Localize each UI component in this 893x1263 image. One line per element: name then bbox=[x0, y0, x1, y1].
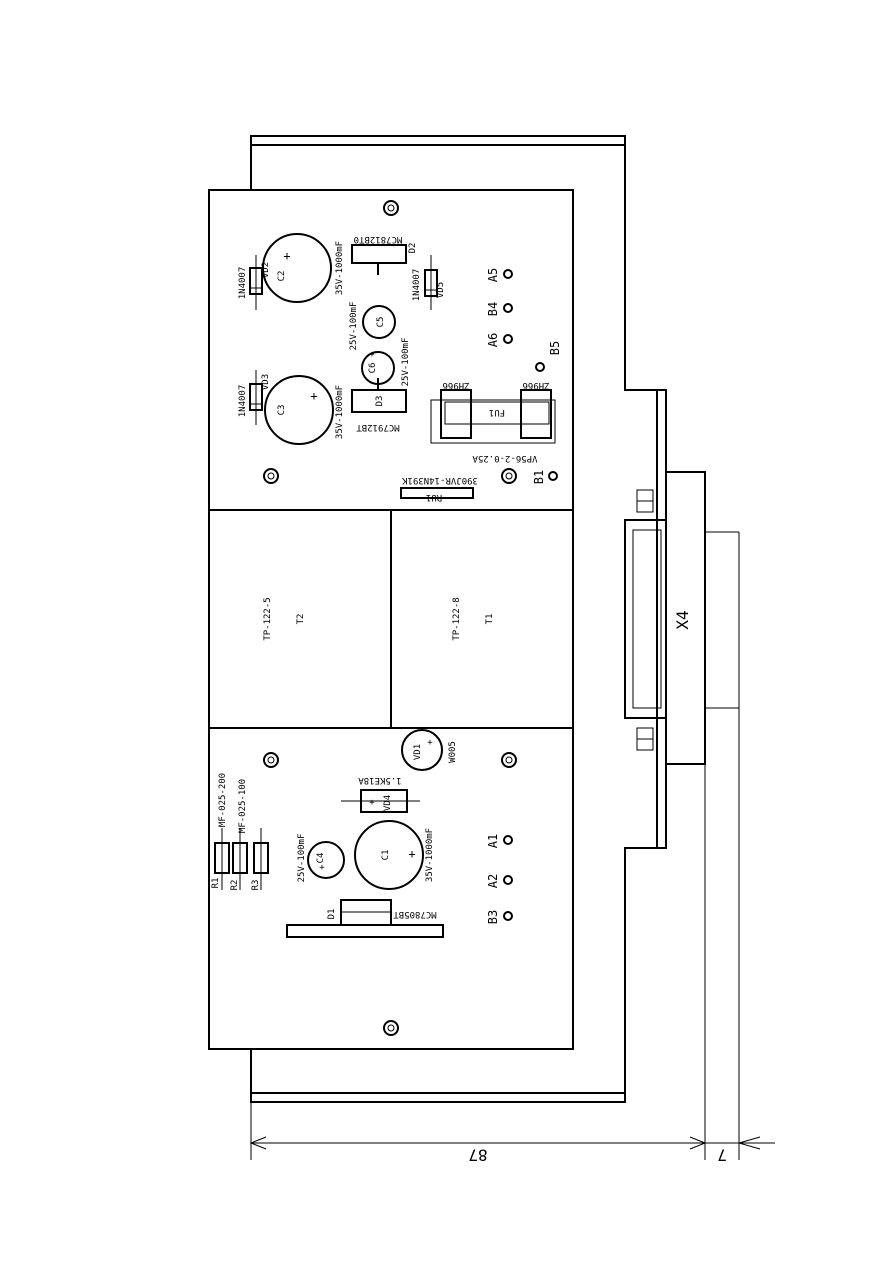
bridge-vd1: + VD1 W005 bbox=[401, 729, 458, 771]
c3-value: 35V-1000mF bbox=[335, 385, 345, 439]
diode-vd2: 1N4007 VD2 bbox=[238, 255, 271, 310]
dimension-offset: 7 bbox=[717, 1146, 727, 1165]
vd4-part: 1.5KE18A bbox=[358, 775, 402, 785]
c3-ref: C3 bbox=[277, 405, 287, 416]
capacitor-c3: + C3 35V-1000mF bbox=[264, 375, 345, 445]
vd1-ref: VD1 bbox=[413, 744, 423, 760]
c6-ref: C6 bbox=[368, 363, 378, 374]
capacitor-c1: + C1 35V-1000mF bbox=[354, 820, 435, 890]
transformer-t1: TP-122-8 T1 bbox=[452, 597, 495, 640]
capacitor-c5: C5 25V-100mF bbox=[349, 302, 396, 351]
pin-a5: A5 bbox=[486, 268, 500, 282]
d2-part: MC7812BT0 bbox=[354, 234, 403, 244]
c4-value: 25V-100mF bbox=[297, 834, 307, 883]
dimensions: 87 7 bbox=[249, 531, 775, 1165]
fuse-fu1: ZH966 ZH966 FU1 VP56-2-0.25A bbox=[430, 380, 556, 463]
c5-ref: C5 bbox=[376, 317, 386, 328]
diode-vd5: 1N4007 VD5 bbox=[412, 255, 446, 310]
r3-ref: R3 bbox=[251, 880, 261, 891]
regulator-d1: D1 MC7805BT bbox=[286, 899, 444, 938]
r1-ref: R1 bbox=[211, 878, 221, 889]
pin-b4: B4 bbox=[486, 302, 500, 316]
r1-part: MF-025-200 bbox=[218, 773, 228, 827]
d1-part: MC7805BT bbox=[393, 909, 437, 919]
c6-value: 25V-100mF bbox=[401, 338, 411, 387]
varistor-part: 390JVR-14N391K bbox=[401, 475, 477, 485]
t2-part: TP-122-5 bbox=[263, 597, 273, 640]
svg-text:+: + bbox=[427, 738, 433, 748]
pin-b1: B1 bbox=[532, 470, 546, 484]
d2-ref: D2 bbox=[408, 243, 418, 254]
bottom-pins: A1 A2 B3 bbox=[486, 834, 513, 924]
svg-text:+: + bbox=[319, 863, 325, 873]
t1-ref: T1 bbox=[485, 614, 495, 625]
vd2-ref: VD2 bbox=[261, 262, 271, 278]
pin-a1: A1 bbox=[486, 834, 500, 848]
top-board: + C2 35V-1000mF 1N4007 VD2 MC7812BT0 D2 … bbox=[238, 200, 562, 502]
svg-text:+: + bbox=[369, 350, 375, 360]
vd4-ref: VD4 bbox=[383, 795, 393, 811]
r2-ref: R2 bbox=[230, 880, 240, 891]
top-pins: A5 B4 A6 B5 B1 bbox=[486, 268, 562, 484]
c2-value: 35V-1000mF bbox=[335, 241, 345, 295]
capacitor-c4: C4 + 25V-100mF bbox=[297, 834, 345, 883]
r2-part: MF-025-100 bbox=[238, 779, 248, 833]
varistor-ru1: RU1 390JVR-14N391K bbox=[400, 475, 478, 502]
pin-a2: A2 bbox=[486, 874, 500, 888]
c2-ref: C2 bbox=[277, 271, 287, 282]
svg-text:+: + bbox=[408, 847, 415, 861]
varistor-ref: RU1 bbox=[426, 492, 442, 502]
vd3-part: 1N4007 bbox=[238, 385, 248, 418]
resistors: MF-025-200 MF-025-100 R1 R2 R3 bbox=[211, 773, 269, 891]
regulator-d2: MC7812BT0 D2 bbox=[351, 234, 418, 275]
connector-label: X4 bbox=[673, 610, 692, 629]
fuse-part: VP56-2-0.25A bbox=[472, 453, 538, 463]
dimension-main: 87 bbox=[468, 1146, 487, 1165]
t2-ref: T2 bbox=[296, 614, 306, 625]
transformer-t2: TP-122-5 T2 bbox=[263, 597, 306, 640]
vd1-part: W005 bbox=[448, 741, 458, 763]
fuse-holder-left: ZH966 bbox=[442, 380, 469, 390]
c1-value: 35V-1000mF bbox=[425, 828, 435, 882]
bottom-board: + VD1 W005 VD4 + 1.5KE18A + C1 35V-1000m… bbox=[211, 729, 517, 1036]
svg-text:+: + bbox=[310, 389, 317, 403]
c4-ref: C4 bbox=[316, 853, 326, 864]
vd5-ref: VD5 bbox=[436, 282, 446, 298]
fuse-holder-right: ZH966 bbox=[522, 380, 549, 390]
fuse-ref: FU1 bbox=[489, 407, 505, 417]
svg-text:+: + bbox=[283, 249, 290, 263]
vd5-part: 1N4007 bbox=[412, 269, 422, 302]
d3-part: MC7912BT bbox=[356, 422, 400, 432]
c1-ref: C1 bbox=[381, 850, 391, 861]
regulator-d3: D3 MC7912BT bbox=[351, 378, 407, 432]
diode-vd4: VD4 + 1.5KE18A bbox=[341, 775, 420, 813]
t1-part: TP-122-8 bbox=[452, 597, 462, 640]
c5-value: 25V-100mF bbox=[349, 302, 359, 351]
vd3-ref: VD3 bbox=[261, 374, 271, 390]
diode-vd3: 1N4007 VD3 bbox=[238, 370, 271, 425]
svg-text:+: + bbox=[369, 798, 375, 808]
pin-b3: B3 bbox=[486, 910, 500, 924]
pin-a6: A6 bbox=[486, 333, 500, 347]
vd2-part: 1N4007 bbox=[238, 267, 248, 300]
d3-ref: D3 bbox=[375, 396, 385, 407]
side-bracket: X4 bbox=[624, 389, 706, 849]
pin-b5: B5 bbox=[548, 341, 562, 355]
d1-ref: D1 bbox=[327, 909, 337, 920]
